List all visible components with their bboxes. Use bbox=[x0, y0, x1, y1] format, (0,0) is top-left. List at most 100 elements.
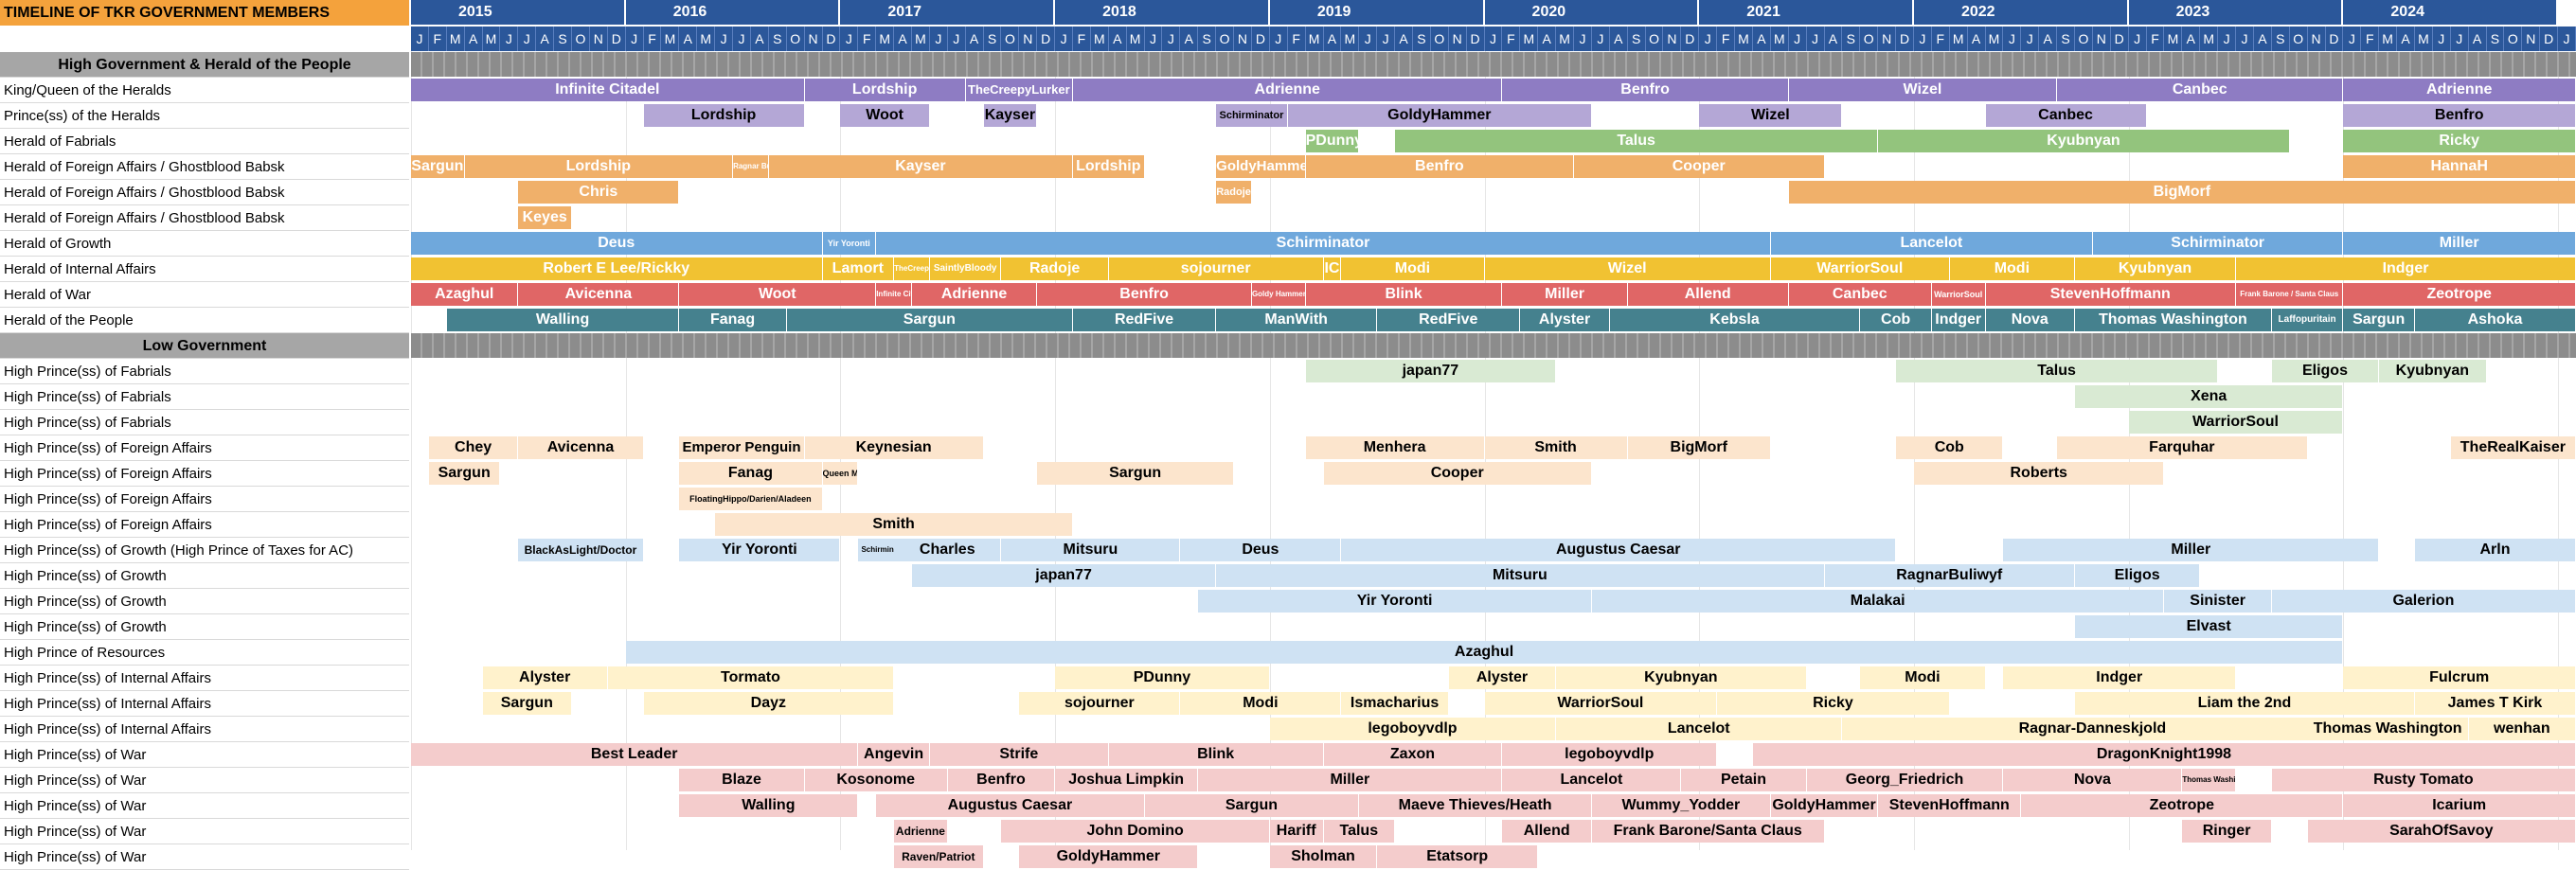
tenure-bar: Eligos bbox=[2271, 360, 2380, 382]
month-header: S bbox=[2057, 27, 2075, 51]
tenure-bar: WarriorSoul bbox=[1931, 283, 1986, 306]
month-header: A bbox=[2039, 27, 2058, 51]
tenure-bar: Schirminator bbox=[2092, 232, 2344, 255]
tenure-bar: Benfro bbox=[947, 769, 1056, 791]
tenure-bar: Alyster bbox=[1448, 666, 1557, 689]
tenure-bar: Benfro bbox=[1037, 283, 1252, 306]
tenure-bar: Adrienne bbox=[911, 283, 1038, 306]
tenure-bar: Sargun bbox=[1144, 794, 1360, 817]
tenure-bar: Indger bbox=[2236, 257, 2576, 280]
year-gridline bbox=[1055, 51, 1057, 850]
tenure-bar: Sholman bbox=[1269, 845, 1378, 868]
tenure-bar: Benfro bbox=[2343, 104, 2576, 127]
month-header: J bbox=[500, 27, 519, 51]
tenure-bar: SaintlyBloody bbox=[929, 257, 1002, 280]
tenure-bar: Allend bbox=[1627, 283, 1789, 306]
month-header: J bbox=[715, 27, 734, 51]
month-header: J bbox=[1162, 27, 1181, 51]
month-header: M bbox=[1735, 27, 1753, 51]
month-header: A bbox=[750, 27, 769, 51]
tenure-bar: Miller bbox=[2003, 539, 2380, 561]
month-header: J bbox=[1269, 27, 1288, 51]
month-header: J bbox=[1913, 27, 1932, 51]
tenure-bar: Emperor Penguin bbox=[679, 436, 805, 459]
month-header: J bbox=[1055, 27, 1074, 51]
month-header: N bbox=[1234, 27, 1252, 51]
tenure-bar: BigMorf bbox=[1788, 181, 2576, 204]
month-header: A bbox=[894, 27, 912, 51]
month-header: J bbox=[2218, 27, 2237, 51]
year-gridline bbox=[411, 51, 412, 850]
tenure-bar: Talus bbox=[1395, 130, 1879, 152]
year-header: 2016 bbox=[625, 0, 841, 25]
tenure-bar: GoldyHammer bbox=[1287, 104, 1592, 127]
month-header: J bbox=[1574, 27, 1592, 51]
tenure-bar: BlackAsLight/Doctor bbox=[518, 539, 644, 561]
row-label: High Prince(ss) of Fabrials bbox=[0, 384, 409, 410]
month-header: A bbox=[2397, 27, 2415, 51]
month-header: J bbox=[733, 27, 751, 51]
tenure-bar: Lordship bbox=[643, 104, 805, 127]
tenure-bar: Talus bbox=[1323, 820, 1396, 843]
tenure-bar: Keynesian bbox=[804, 436, 984, 459]
year-gridline bbox=[1269, 51, 1271, 850]
month-header: O bbox=[572, 27, 590, 51]
tenure-bar: FloatingHippo/Darien/Aladeen bbox=[679, 488, 823, 510]
month-header: S bbox=[1412, 27, 1431, 51]
month-header: N bbox=[2307, 27, 2326, 51]
month-header: D bbox=[1037, 27, 1056, 51]
month-header: S bbox=[554, 27, 573, 51]
month-header: N bbox=[1019, 27, 1038, 51]
month-header: F bbox=[428, 27, 447, 51]
section-header: Low Government bbox=[0, 333, 409, 359]
month-header: A bbox=[464, 27, 483, 51]
year-header: 2015 bbox=[411, 0, 626, 25]
month-header: A bbox=[965, 27, 984, 51]
tenure-bar: Alyster bbox=[482, 666, 608, 689]
tenure-bar: Walling bbox=[679, 794, 859, 817]
tenure-bar: Queen M bbox=[822, 462, 859, 485]
tenure-bar: Frank Barone / Santa Claus bbox=[2236, 283, 2344, 306]
row-label: Herald of Foreign Affairs / Ghostblood B… bbox=[0, 180, 409, 205]
row-label: High Prince(ss) of War bbox=[0, 768, 409, 793]
month-header: O bbox=[786, 27, 805, 51]
tenure-bar: Sargun bbox=[2343, 309, 2415, 331]
tenure-bar: WarriorSoul bbox=[1484, 692, 1718, 715]
row-label: High Prince(ss) of Fabrials bbox=[0, 359, 409, 384]
tenure-bar: Walling bbox=[446, 309, 680, 331]
month-header: M bbox=[1520, 27, 1539, 51]
month-header: S bbox=[1842, 27, 1861, 51]
row-label: High Prince(ss) of War bbox=[0, 793, 409, 819]
tenure-bar: Xena bbox=[2075, 385, 2344, 408]
month-header: A bbox=[2182, 27, 2201, 51]
tenure-bar: GoldyHammer bbox=[1019, 845, 1199, 868]
tenure-bar: Arln bbox=[2414, 539, 2576, 561]
tenure-bar: DragonKnight1998 bbox=[1752, 743, 2576, 766]
tenure-bar: sojourner bbox=[1108, 257, 1324, 280]
month-header: A bbox=[1609, 27, 1628, 51]
year-header: 2018 bbox=[1055, 0, 1270, 25]
tenure-bar: Cooper bbox=[1323, 462, 1592, 485]
month-header: J bbox=[1699, 27, 1718, 51]
tenure-bar: Thomas Washington bbox=[2182, 769, 2237, 791]
tenure-bar: John Domino bbox=[1001, 820, 1270, 843]
month-header: A bbox=[2253, 27, 2272, 51]
month-header: D bbox=[822, 27, 841, 51]
tenure-bar: IC bbox=[1323, 257, 1342, 280]
tenure-bar: Nova bbox=[1985, 309, 2075, 331]
month-header: N bbox=[589, 27, 608, 51]
month-header: A bbox=[1180, 27, 1199, 51]
month-header: J bbox=[840, 27, 859, 51]
tenure-bar: Menhera bbox=[1305, 436, 1485, 459]
month-header: J bbox=[929, 27, 948, 51]
tenure-bar: Eligos bbox=[2075, 564, 2201, 587]
tenure-bar: Wizel bbox=[1699, 104, 1843, 127]
month-header: F bbox=[2361, 27, 2380, 51]
month-header: J bbox=[2432, 27, 2451, 51]
tenure-bar: Icarium bbox=[2343, 794, 2576, 817]
tenure-bar: japan77 bbox=[1305, 360, 1557, 382]
month-header: F bbox=[2146, 27, 2165, 51]
tenure-bar: Fulcrum bbox=[2343, 666, 2576, 689]
year-header: 2017 bbox=[840, 0, 1056, 25]
